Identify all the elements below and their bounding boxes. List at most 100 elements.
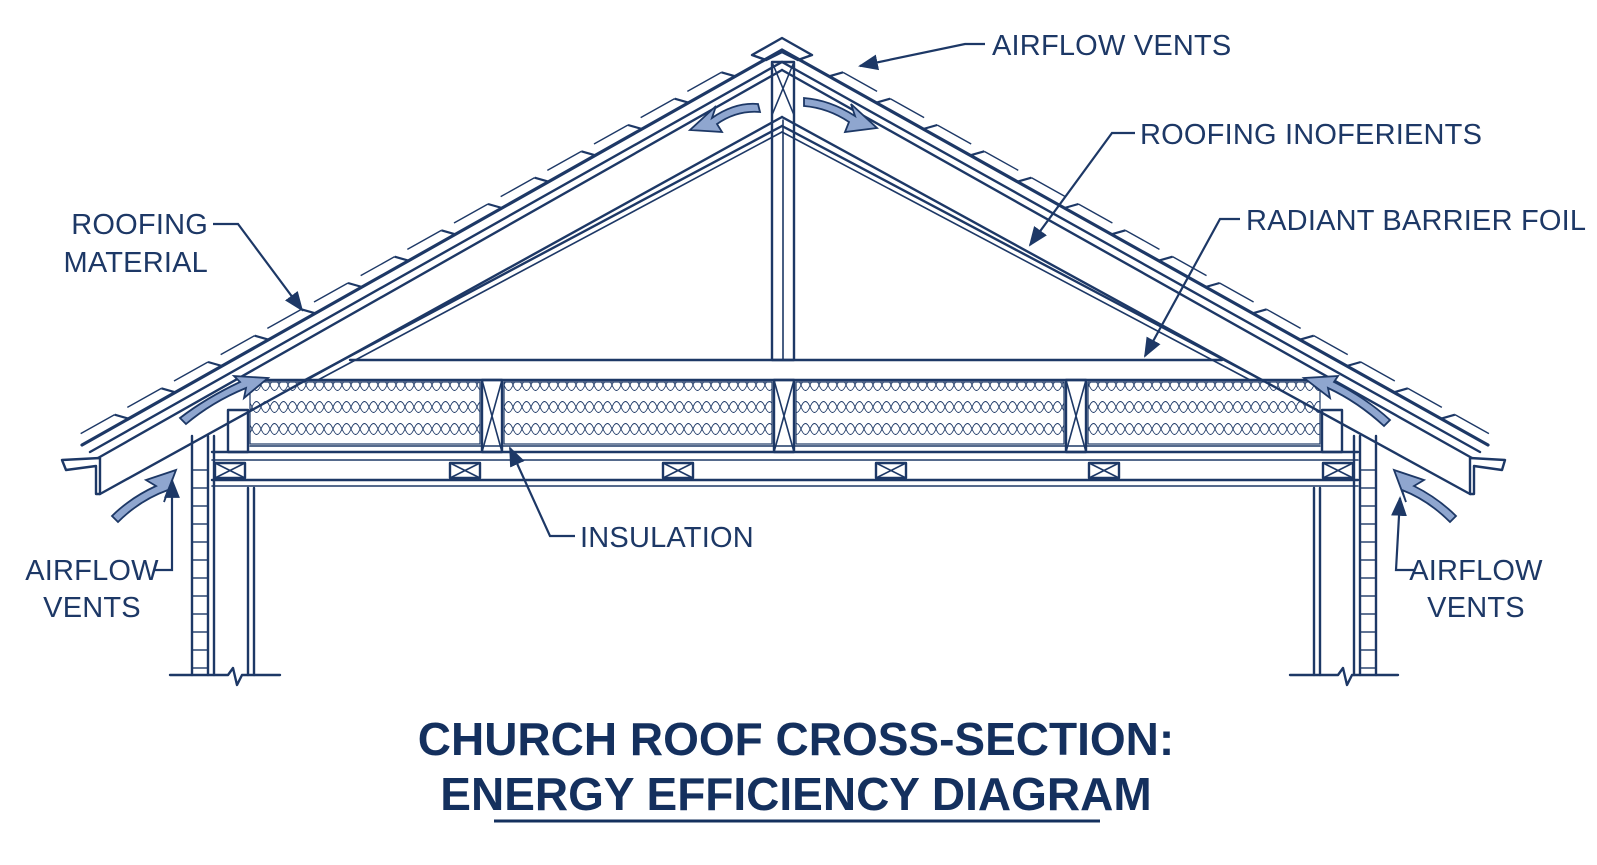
shingle-tick xyxy=(1346,360,1362,368)
shingle-tick xyxy=(842,71,878,92)
shingle-tick xyxy=(969,150,985,157)
shingle-tick xyxy=(1158,255,1173,262)
label-airflow-vents-top: AIRFLOW VENTS xyxy=(992,30,1231,62)
shingle-tick xyxy=(828,71,844,78)
shingle-tick xyxy=(313,282,349,303)
shingle-tick xyxy=(546,150,582,171)
joist-bridging xyxy=(213,461,1355,480)
shingle-tick xyxy=(581,150,596,157)
title-line-1: CHURCH ROOF CROSS-SECTION: xyxy=(418,713,1174,765)
shingle-tick xyxy=(889,98,925,119)
insulation-batt xyxy=(249,381,481,445)
shingle-tick xyxy=(1125,229,1160,250)
shingle-tick xyxy=(1030,177,1066,198)
shingle-tick xyxy=(627,123,643,131)
shingle-tick xyxy=(406,229,442,250)
right-wall xyxy=(1288,434,1400,687)
insulation-batt xyxy=(795,381,1065,445)
right-sheathing xyxy=(780,60,1482,454)
label-roofing-ingredients: ROOFING INOFERIENTS xyxy=(1140,119,1482,151)
left-fascia xyxy=(60,456,102,496)
shingle-tick xyxy=(1064,202,1079,210)
shingle-tick xyxy=(173,361,209,382)
left-wall xyxy=(168,434,282,687)
roof-structure xyxy=(60,36,1507,687)
shingle-tick xyxy=(301,308,316,315)
shingle-tick xyxy=(220,335,256,356)
right-fascia xyxy=(1468,456,1507,496)
shingle-tick xyxy=(674,97,689,104)
shingle-tick xyxy=(936,124,972,145)
shingle-tick xyxy=(1172,256,1207,277)
shingle-tick xyxy=(441,229,456,236)
shingle-tick xyxy=(983,150,1019,171)
shingle-tick xyxy=(1360,361,1396,382)
insulation-batt xyxy=(1087,381,1321,445)
left-shingle-edge xyxy=(80,48,784,447)
airflow-arrows xyxy=(110,97,1458,524)
left-rafter-top xyxy=(96,68,784,460)
shingle-tick xyxy=(114,413,129,420)
label-roofing-material-line2: MATERIAL xyxy=(64,247,208,279)
shingle-tick xyxy=(1313,335,1349,356)
title-line-2: ENERGY EFFICIENCY DIAGRAM xyxy=(440,768,1151,820)
shingle-tick xyxy=(1299,334,1315,341)
right-rafter-bottom xyxy=(780,115,1472,496)
shingle-tick xyxy=(640,98,676,119)
label-airflow-vents-right-line2: VENTS xyxy=(1427,592,1525,624)
shingle-tick xyxy=(534,176,549,183)
labels: AIRFLOW VENTS ROOFING INOFERIENTS RADIAN… xyxy=(25,30,1586,624)
shingle-tick xyxy=(1205,281,1220,289)
label-airflow-vents-right-line1: AIRFLOW xyxy=(1409,555,1543,587)
shingle-tick xyxy=(80,414,116,435)
shingle-tick xyxy=(500,177,536,198)
left-rafter-bottom xyxy=(98,115,784,496)
shingle-tick xyxy=(1017,176,1032,183)
shingle-tick xyxy=(1111,229,1126,236)
shingle-tick xyxy=(254,334,269,341)
shingle-tick xyxy=(394,255,409,262)
shingle-tick xyxy=(207,360,223,368)
airflow-arrow-top-left xyxy=(687,102,762,134)
shingle-tick xyxy=(1266,308,1302,329)
right-shingle-edge xyxy=(780,48,1490,447)
left-inner-chord xyxy=(303,124,784,382)
shingle-tick xyxy=(1454,414,1490,435)
shingle-tick xyxy=(453,203,489,224)
shingle-tick xyxy=(1252,308,1267,315)
diagram-title: CHURCH ROOF CROSS-SECTION: ENERGY EFFICI… xyxy=(418,713,1174,823)
shingle-tick xyxy=(126,387,162,408)
shingle-tick xyxy=(1219,282,1254,303)
shingle-tick xyxy=(347,281,363,289)
shingle-tick xyxy=(593,124,629,145)
shingle-tick xyxy=(1440,413,1456,420)
shingle-tick xyxy=(487,202,503,210)
shingle-tick xyxy=(360,256,396,277)
airflow-arrow-left-slope xyxy=(178,374,271,426)
shingle-tick xyxy=(686,71,722,92)
label-roofing-material-line1: ROOFING xyxy=(71,209,208,241)
airflow-arrow-left-eave xyxy=(110,468,178,524)
shingle-tick xyxy=(266,308,302,329)
label-radiant-barrier-foil: RADIANT BARRIER FOIL xyxy=(1246,205,1586,237)
label-insulation: INSULATION xyxy=(580,522,754,554)
joist-blocks xyxy=(226,378,1344,454)
shingle-tick xyxy=(161,387,176,394)
shingle-tick xyxy=(922,123,938,131)
shingle-tick xyxy=(875,97,891,104)
roof-shingles xyxy=(80,71,1490,435)
insulation-batt xyxy=(503,381,773,445)
shingle-tick xyxy=(1393,387,1409,394)
right-inner-chord xyxy=(780,124,1264,382)
left-sheathing xyxy=(88,60,784,454)
label-airflow-vents-left-line2: VENTS xyxy=(43,592,141,624)
label-airflow-vents-left-line1: AIRFLOW xyxy=(25,555,159,587)
airflow-arrow-right-eave xyxy=(1392,468,1458,524)
airflow-arrow-top-right xyxy=(803,97,880,134)
shingle-tick xyxy=(721,71,736,78)
right-rafter-top xyxy=(780,68,1474,460)
shingle-tick xyxy=(1078,203,1113,224)
shingle-tick xyxy=(1407,387,1443,408)
airflow-arrow-right-slope xyxy=(1301,374,1392,428)
